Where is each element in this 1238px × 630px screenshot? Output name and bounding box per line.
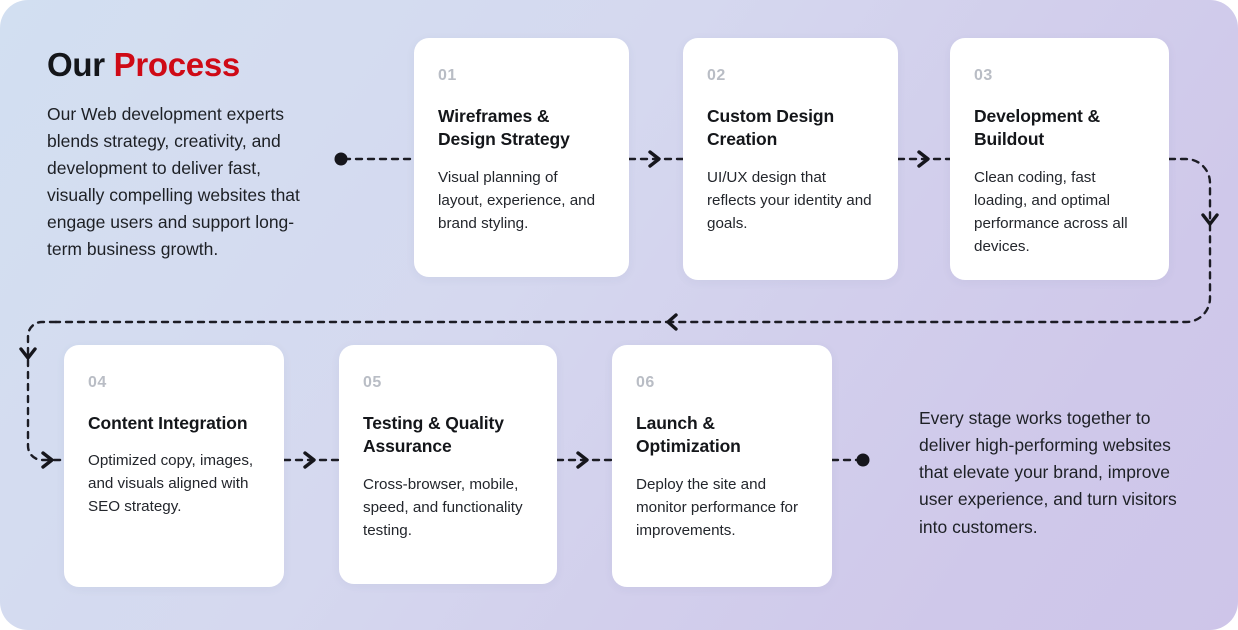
intro-block: Our Process Our Web development experts … bbox=[47, 46, 322, 263]
step-number: 01 bbox=[438, 67, 457, 84]
arrow-right-card5-card6 bbox=[576, 451, 589, 469]
step-title: Development & Buildout bbox=[974, 106, 1101, 150]
step-number: 03 bbox=[974, 67, 993, 84]
start-dot-marker bbox=[334, 152, 348, 166]
connector-row2-entry bbox=[26, 320, 66, 462]
step-card-03[interactable]: 03 Development & Buildout Clean coding, … bbox=[950, 38, 1169, 280]
step-description: Clean coding, fast loading, and optimal … bbox=[974, 168, 1128, 255]
intro-paragraph: Our Web development experts blends strat… bbox=[47, 104, 300, 259]
step-description: Deploy the site and monitor performance … bbox=[636, 475, 799, 539]
arrow-down-right-turn bbox=[1201, 213, 1219, 226]
step-description: Cross-browser, mobile, speed, and functi… bbox=[363, 475, 523, 539]
step-number: 02 bbox=[707, 67, 726, 84]
page-title: Our Process bbox=[47, 46, 322, 83]
arrow-right-card2-card3 bbox=[917, 150, 930, 168]
step-title: Content Integration bbox=[88, 413, 248, 433]
page-title-lead: Our bbox=[47, 46, 114, 83]
step-title: Custom Design Creation bbox=[707, 106, 835, 150]
page-title-accent: Process bbox=[113, 46, 241, 83]
step-number: 04 bbox=[88, 374, 107, 391]
end-dot-marker bbox=[856, 453, 870, 467]
step-description: UI/UX design that reflects your identity… bbox=[707, 168, 872, 232]
step-title: Launch & Optimization bbox=[636, 413, 741, 457]
step-card-04[interactable]: 04 Content Integration Optimized copy, i… bbox=[64, 345, 284, 587]
arrow-left-return bbox=[666, 313, 678, 331]
step-description: Visual planning of layout, experience, a… bbox=[438, 168, 596, 232]
step-title: Testing & Quality Assurance bbox=[363, 413, 504, 457]
arrow-right-into-card4 bbox=[41, 451, 54, 469]
step-card-05[interactable]: 05 Testing & Quality Assurance Cross-bro… bbox=[339, 345, 557, 584]
arrow-right-card4-card5 bbox=[303, 451, 316, 469]
arrow-right-card1-card2 bbox=[648, 150, 661, 168]
step-number: 05 bbox=[363, 374, 382, 391]
step-card-02[interactable]: 02 Custom Design Creation UI/UX design t… bbox=[683, 38, 898, 280]
step-number: 06 bbox=[636, 374, 655, 391]
step-title: Wireframes & Design Strategy bbox=[438, 106, 570, 150]
step-card-06[interactable]: 06 Launch & Optimization Deploy the site… bbox=[612, 345, 832, 587]
arrow-down-left-turn bbox=[19, 347, 37, 360]
outro-paragraph: Every stage works together to deliver hi… bbox=[919, 408, 1177, 537]
step-description: Optimized copy, images, and visuals alig… bbox=[88, 452, 254, 516]
step-card-01[interactable]: 01 Wireframes & Design Strategy Visual p… bbox=[414, 38, 629, 277]
